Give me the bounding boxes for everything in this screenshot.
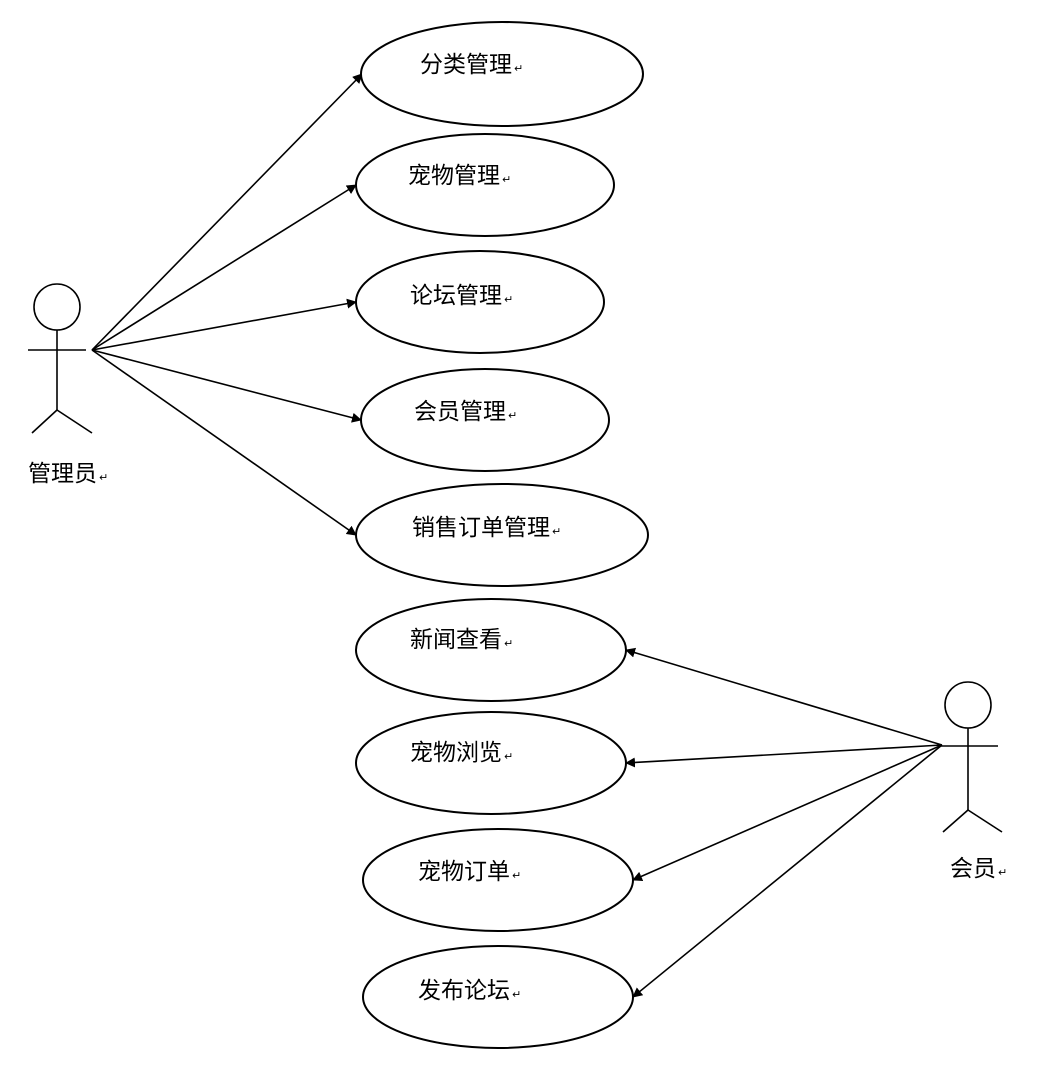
actor-admin-left-leg — [31, 409, 58, 434]
paragraph-mark: ↵ — [504, 750, 513, 763]
actor-member-label-text: 会员 — [950, 856, 996, 882]
actor-admin-label-text: 管理员 — [28, 461, 97, 487]
association-member-pet-order — [632, 744, 943, 881]
use-case-label-wrap: 宠物订单↵ — [418, 859, 521, 885]
use-case-label-wrap: 销售订单管理↵ — [412, 515, 561, 541]
use-case-news-view-label: 新闻查看 — [410, 627, 502, 653]
association-admin-category-mgmt — [91, 73, 363, 351]
use-case-forum-mgmt: 论坛管理↵ — [355, 250, 605, 354]
use-case-pet-mgmt-label: 宠物管理 — [408, 163, 500, 189]
paragraph-mark: ↵ — [504, 637, 513, 650]
association-admin-member-mgmt — [91, 349, 362, 423]
paragraph-mark: ↵ — [512, 988, 521, 1001]
use-case-label-wrap: 新闻查看↵ — [410, 627, 513, 653]
use-case-ellipse — [355, 250, 605, 354]
actor-member-label: 会员↵ — [950, 856, 1007, 882]
use-case-ellipse — [355, 133, 615, 237]
use-case-pet-browse-label: 宠物浏览 — [410, 740, 502, 766]
association-admin-sales-order-mgmt — [91, 349, 357, 536]
use-case-pet-browse: 宠物浏览↵ — [355, 711, 627, 815]
actor-admin: 管理员↵ — [28, 283, 108, 487]
use-case-ellipse — [360, 368, 610, 472]
paragraph-mark: ↵ — [99, 471, 108, 484]
use-case-pet-mgmt: 宠物管理↵ — [355, 133, 615, 237]
paragraph-mark: ↵ — [508, 409, 517, 422]
paragraph-mark: ↵ — [514, 62, 523, 75]
use-case-forum-mgmt-label: 论坛管理 — [410, 283, 502, 309]
association-admin-forum-mgmt — [91, 298, 357, 351]
use-case-ellipse — [362, 945, 634, 1049]
use-case-sales-order-mgmt: 销售订单管理↵ — [355, 483, 649, 587]
association-member-news-view — [625, 647, 943, 746]
association-member-post-forum — [632, 744, 943, 998]
association-lines — [91, 73, 943, 998]
actor-admin-head — [33, 283, 81, 331]
use-case-category-mgmt: 分类管理↵ — [360, 21, 644, 127]
actor-member-right-leg — [967, 809, 1003, 833]
actor-member-head — [944, 681, 992, 729]
use-case-post-forum-label: 发布论坛 — [418, 978, 510, 1004]
use-case-label-wrap: 发布论坛↵ — [418, 978, 521, 1004]
use-case-ellipse — [362, 828, 634, 932]
use-case-pet-order-label: 宠物订单 — [418, 859, 510, 885]
actor-admin-right-leg — [56, 409, 93, 434]
use-case-ellipse — [355, 483, 649, 587]
use-case-label-wrap: 宠物管理↵ — [408, 163, 511, 189]
use-case-category-mgmt-label: 分类管理 — [420, 52, 512, 78]
use-case-sales-order-mgmt-label: 销售订单管理 — [412, 515, 550, 541]
use-case-label-wrap: 宠物浏览↵ — [410, 740, 513, 766]
use-case-label-wrap: 分类管理↵ — [420, 52, 523, 78]
paragraph-mark: ↵ — [504, 293, 513, 306]
use-case-post-forum: 发布论坛↵ — [362, 945, 634, 1049]
paragraph-mark: ↵ — [512, 869, 521, 882]
actor-member-left-leg — [942, 809, 969, 833]
paragraph-mark: ↵ — [998, 866, 1007, 879]
association-admin-pet-mgmt — [91, 184, 357, 351]
use-case-ellipse — [355, 598, 627, 702]
paragraph-mark: ↵ — [552, 525, 561, 538]
use-case-label-wrap: 会员管理↵ — [414, 399, 517, 425]
use-case-pet-order: 宠物订单↵ — [362, 828, 634, 932]
use-case-label-wrap: 论坛管理↵ — [410, 283, 513, 309]
actor-admin-label: 管理员↵ — [28, 461, 108, 487]
use-case-ellipse — [355, 711, 627, 815]
use-case-news-view: 新闻查看↵ — [355, 598, 627, 702]
association-member-pet-browse — [625, 744, 943, 768]
use-case-ellipse — [360, 21, 644, 127]
use-case-member-mgmt: 会员管理↵ — [360, 368, 610, 472]
use-case-member-mgmt-label: 会员管理 — [414, 399, 506, 425]
actor-member: 会员↵ — [938, 681, 1007, 882]
paragraph-mark: ↵ — [502, 173, 511, 186]
